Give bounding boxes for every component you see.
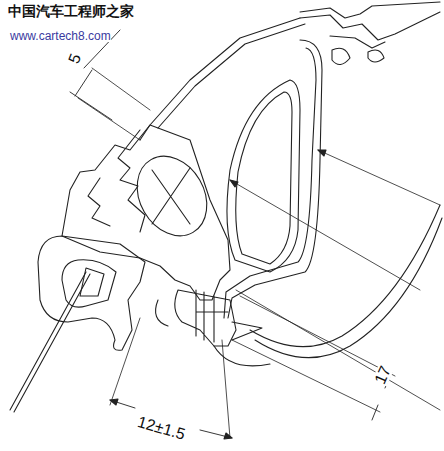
lower-seal (175, 290, 236, 346)
dimension-text: 17 (372, 364, 394, 387)
seal-body (62, 125, 230, 300)
dimension-text: 5 (66, 52, 84, 66)
flange-slot (332, 48, 384, 64)
inner-panel (227, 80, 300, 272)
extension-line (232, 296, 395, 412)
extension-line (78, 68, 150, 140)
bulb-seal (123, 144, 220, 249)
body-flange (300, 2, 440, 48)
retainer-clip (38, 236, 145, 350)
watermark: 中国汽车工程师之家 (8, 4, 134, 18)
lower-lip (156, 300, 270, 366)
seal-lip (88, 130, 145, 232)
bulb-x (152, 168, 190, 224)
dimension-line (70, 30, 120, 120)
watermark: www.cartech8.com (10, 30, 111, 42)
trim-curve (250, 205, 442, 358)
dimension-text: 12±1.5 (136, 414, 187, 443)
arrow-head (230, 150, 326, 187)
glass (10, 272, 90, 412)
extension-line (110, 318, 230, 438)
leader-line (230, 150, 440, 410)
